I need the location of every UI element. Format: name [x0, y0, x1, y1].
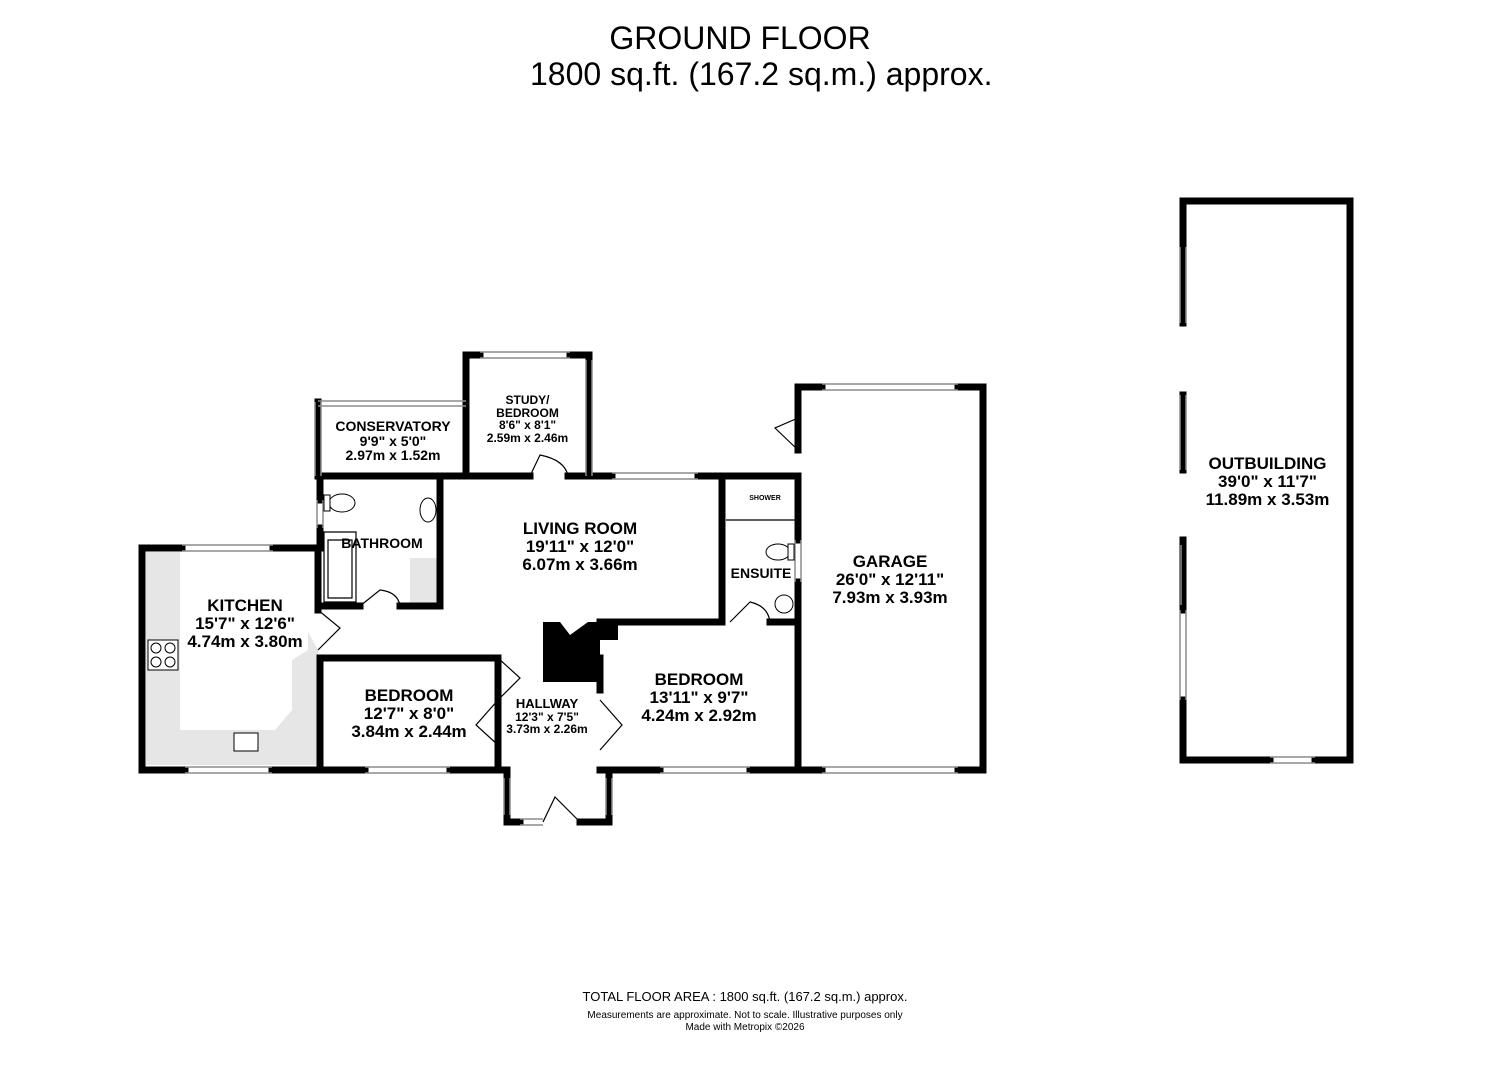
room-name: LIVING ROOM: [522, 519, 638, 538]
bath: [323, 531, 357, 603]
living-room-label: LIVING ROOM 19'11" x 12'0" 6.07m x 3.66m: [490, 520, 670, 574]
ensuite-window: [794, 540, 802, 582]
room-name-2: BEDROOM: [496, 405, 559, 420]
plan-title: GROUND FLOOR: [609, 20, 871, 56]
room-metric: 11.89m x 3.53m: [1205, 489, 1330, 509]
room-imperial: 13'11" x 9'7": [649, 687, 749, 707]
study-walls: [462, 351, 593, 480]
room-name: GARAGE: [852, 552, 928, 571]
kitchen-floor: [146, 552, 318, 765]
room-metric: 4.74m x 3.80m: [187, 631, 303, 651]
room-imperial: 9'9" x 5'0": [359, 432, 427, 449]
bedroom-right-label: BEDROOM 13'11" x 9'7" 4.24m x 2.92m: [614, 671, 784, 725]
room-name: CONSERVATORY: [335, 418, 451, 434]
bedroom-left-walls: [316, 654, 502, 774]
hallway-windows: [503, 778, 613, 826]
room-imperial: 8'6" x 8'1": [498, 418, 557, 433]
bedroom-left-window: [365, 766, 450, 774]
room-name: KITCHEN: [207, 596, 283, 615]
room-name: BEDROOM: [654, 670, 744, 689]
bathroom-label: BATHROOM: [332, 536, 432, 551]
ensuite-label: ENSUITE: [724, 566, 798, 581]
kitchen-door: [317, 609, 341, 651]
ensuite-door: [729, 601, 771, 623]
study-door: [529, 454, 569, 477]
outbuilding-walls: [1179, 197, 1354, 764]
bathroom-floor: [410, 558, 438, 606]
hall-door-right: [599, 699, 623, 751]
room-metric: 3.73m x 2.26m: [506, 722, 588, 737]
room-imperial: 12'7" x 8'0": [363, 703, 455, 723]
hall-door-left: [475, 657, 521, 746]
room-name: STUDY/: [505, 393, 550, 407]
room-imperial: 15'7" x 12'6": [195, 613, 295, 633]
footer-notes: Measurements are approximate. Not to sca…: [0, 1010, 1490, 1034]
disclaimer: Measurements are approximate. Not to sca…: [587, 1010, 903, 1021]
kitchen-slider: [182, 544, 273, 552]
garage-walls: [794, 383, 987, 774]
conservatory-label: CONSERVATORY 9'9" x 5'0" 2.97m x 1.52m: [325, 419, 461, 463]
room-imperial: 26'0" x 12'11": [835, 569, 945, 589]
room-metric: 7.93m x 3.93m: [832, 587, 948, 607]
room-name: BATHROOM: [341, 535, 423, 551]
garage-label: GARAGE 26'0" x 12'11" 7.93m x 3.93m: [810, 553, 970, 607]
room-metric: 4.24m x 2.92m: [641, 705, 757, 725]
bathroom-toilet: [328, 493, 356, 513]
total-floor-area: TOTAL FLOOR AREA : 1800 sq.ft. (167.2 sq…: [582, 989, 908, 1004]
bathroom-door: [359, 589, 401, 607]
front-door: [542, 795, 581, 823]
outbuilding-label: OUTBUILDING 39'0" x 11'7" 11.89m x 3.53m: [1190, 455, 1345, 509]
credit: Made with Metropix ©2026: [685, 1022, 805, 1033]
bedroom-left-label: BEDROOM 12'7" x 8'0" 3.84m x 2.44m: [334, 687, 484, 741]
room-name: ENSUITE: [730, 565, 792, 581]
kitchen-window: [185, 766, 272, 774]
room-imperial: 12'3" x 7'5": [515, 709, 579, 724]
study-window: [480, 351, 593, 476]
room-metric: 2.97m x 1.52m: [345, 447, 441, 464]
room-name: OUTBUILDING: [1208, 454, 1327, 473]
room-imperial: 39'0" x 11'7": [1218, 471, 1317, 491]
bathroom-basin: [419, 497, 437, 523]
outbuilding-windows: [1179, 247, 1315, 764]
shower-text: SHOWER: [749, 495, 781, 502]
study-label: STUDY/ BEDROOM 8'6" x 8'1" 2.59m x 2.46m: [470, 394, 585, 444]
room-name: BEDROOM: [364, 686, 454, 705]
room-name: HALLWAY: [515, 696, 579, 711]
living-window: [612, 472, 698, 480]
hallway-label: HALLWAY 12'3" x 7'5" 3.73m x 2.26m: [497, 697, 597, 736]
ensuite-basin: [774, 594, 794, 614]
shower-label: SHOWER: [740, 495, 790, 502]
ensuite-toilet: [765, 543, 791, 561]
room-imperial: 19'11" x 12'0": [525, 536, 635, 556]
room-metric: 2.59m x 2.46m: [486, 430, 569, 445]
bedroom-right-window: [660, 766, 750, 774]
bathroom-window: [316, 500, 324, 528]
conservatory-window: [314, 400, 466, 476]
garage-door: [822, 383, 958, 774]
fireplace: [543, 622, 618, 682]
living-room-walls: [436, 472, 726, 626]
room-metric: 3.84m x 2.44m: [351, 721, 467, 741]
kitchen-sink: [233, 732, 259, 752]
garage-side-door: [773, 417, 799, 451]
kitchen-label: KITCHEN 15'7" x 12'6" 4.74m x 3.80m: [170, 597, 320, 651]
room-metric: 6.07m x 3.66m: [522, 554, 638, 574]
plan-area: 1800 sq.ft. (167.2 sq.m.) approx.: [530, 56, 993, 92]
